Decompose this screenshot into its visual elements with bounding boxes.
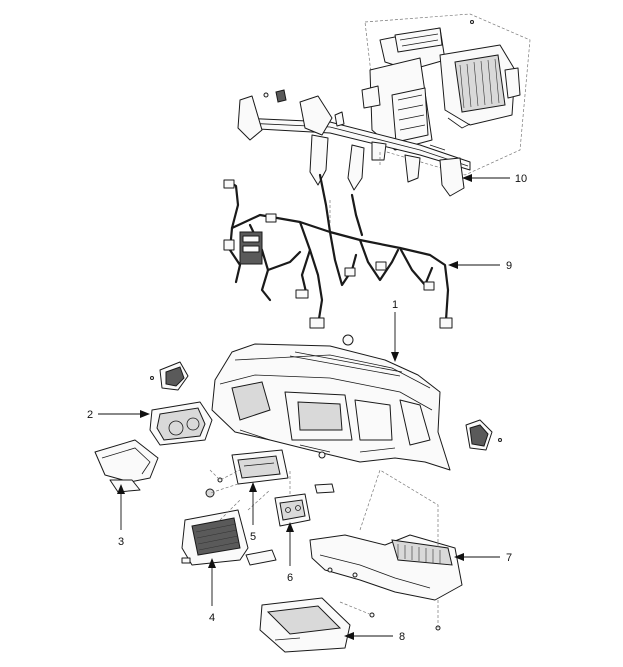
callout-4: 4 [209,612,215,624]
main-wiring-harness [223,173,453,329]
glove-box [259,597,441,653]
callout-8: 8 [399,631,405,643]
callout-3: 3 [118,536,124,548]
callout-6: 6 [287,572,293,584]
right-side-air-vent [465,419,502,451]
cluster-fascia-panel [94,439,159,493]
cowl-cross-bar [237,89,471,197]
callout-9: 9 [506,260,512,272]
callout-2: 2 [87,409,93,421]
callout-leaders [98,174,510,640]
instrument-cluster [149,401,213,446]
callout-10: 10 [515,173,527,185]
heater-control-unit [274,493,311,527]
left-side-air-vent [150,361,189,391]
center-air-vent-assembly [181,509,277,566]
assembly-guide-lines [209,150,439,628]
audio-head-unit [217,449,335,494]
callout-7: 7 [506,552,512,564]
callout-labels: 1 2 3 4 5 6 7 8 9 10 [87,173,527,643]
lower-crash-pad [309,534,463,601]
callout-1: 1 [392,299,398,311]
heater-blower-unit [361,13,531,176]
callout-5: 5 [250,531,256,543]
crash-pad-main-panel [205,334,451,498]
